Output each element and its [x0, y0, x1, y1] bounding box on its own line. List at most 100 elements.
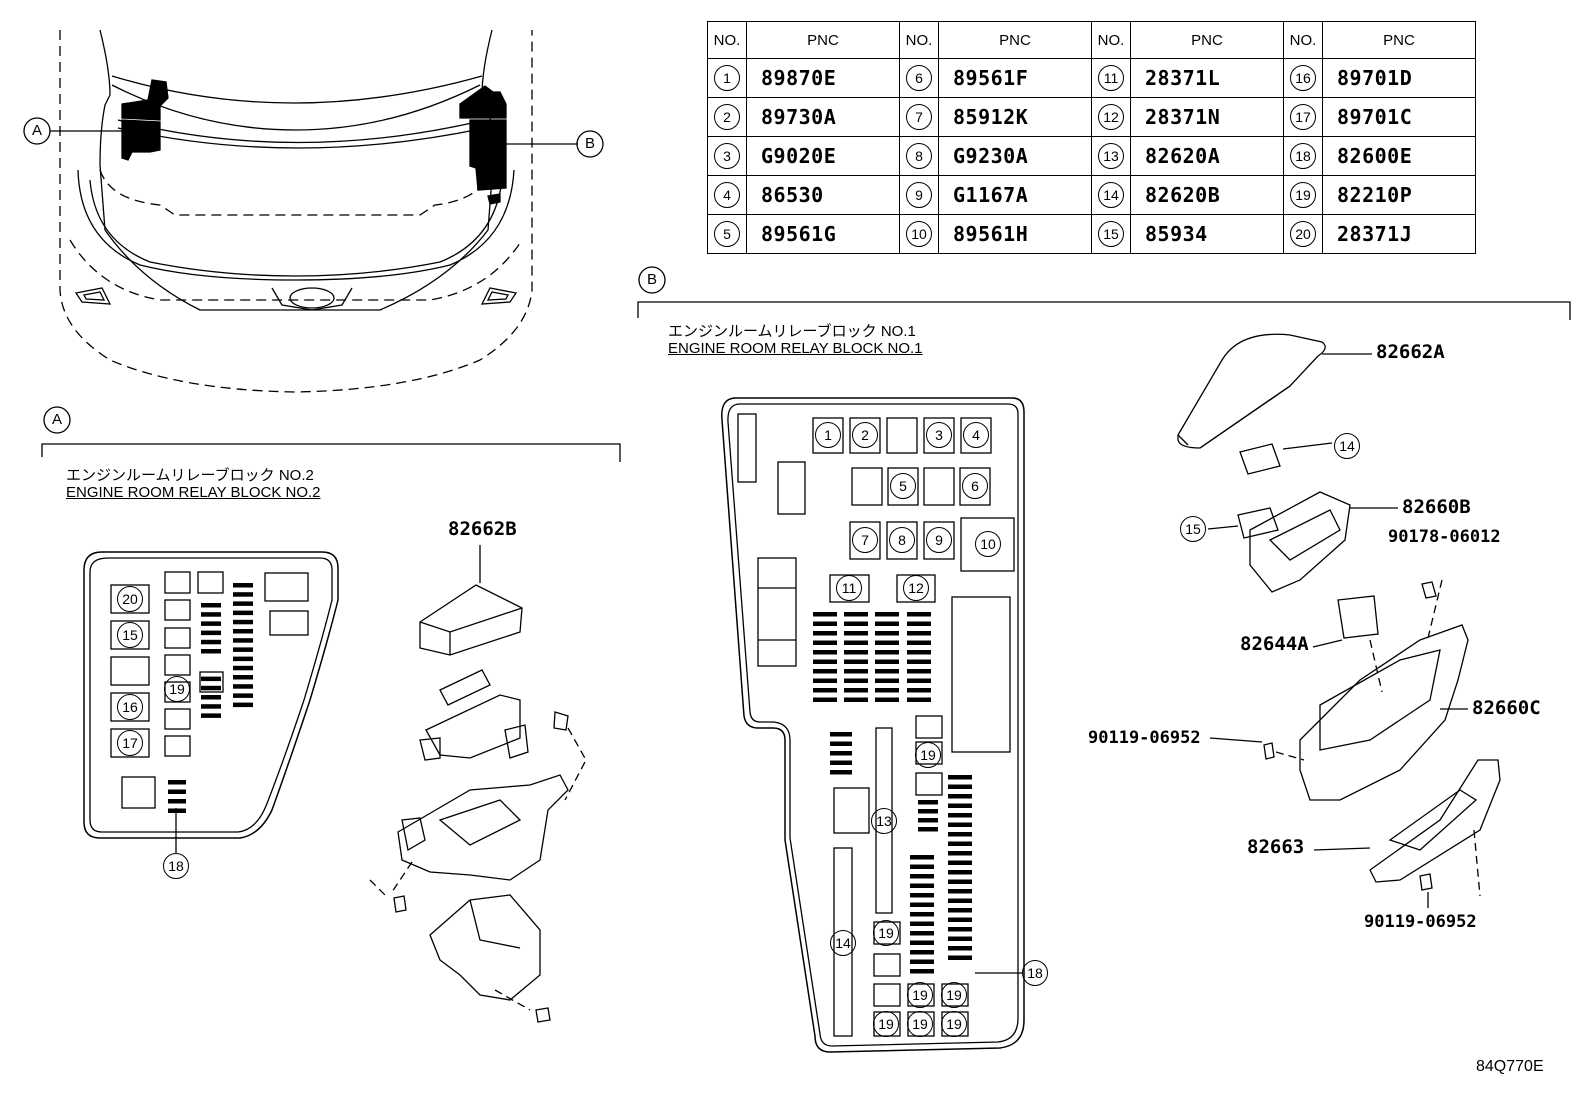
- fuse-strip: [948, 889, 972, 894]
- ref-number: 13: [1098, 143, 1124, 169]
- col-header-pnc: PNC: [746, 21, 900, 59]
- block-b-ref: 19: [907, 982, 933, 1008]
- fuse-strip: [948, 946, 972, 951]
- callout-b-letter: B: [585, 135, 596, 152]
- part-82644A: 82644A: [1240, 633, 1309, 655]
- fuse-strip: [201, 630, 221, 636]
- fuse-strip: [233, 619, 253, 625]
- fuse-strip: [168, 780, 186, 785]
- fuse-strip: [813, 650, 837, 655]
- ref-number: 2: [714, 104, 740, 130]
- fuse-strip: [948, 851, 972, 856]
- table-row: 2 89730A 7 85912K 12 28371N 17 89701C: [707, 97, 1476, 137]
- fuse-strip: [918, 827, 938, 832]
- fuse-strip: [233, 702, 253, 708]
- pnc-cell: 86530: [746, 175, 900, 215]
- block-a-ref: 18: [163, 853, 189, 879]
- pnc-cell: G9020E: [746, 136, 900, 176]
- block-a-ref: 15: [117, 622, 143, 648]
- fuse-strip: [948, 908, 972, 913]
- col-header-no: NO.: [1091, 21, 1131, 59]
- fuse-strip: [910, 950, 934, 955]
- block-b-ref: 19: [915, 742, 941, 768]
- ref-number: 6: [906, 65, 932, 91]
- fuse-strip: [875, 621, 899, 626]
- fuse-strip: [875, 659, 899, 664]
- part-82663: 82663: [1247, 836, 1305, 858]
- part-82660B: 82660B: [1402, 496, 1471, 518]
- car-front-view: [50, 29, 578, 393]
- fuse-strip: [830, 770, 852, 775]
- part-82660C: 82660C: [1472, 697, 1541, 719]
- section-a-letter: A: [52, 411, 63, 428]
- block-b-ref: 19: [873, 1011, 899, 1037]
- callout-b-section: [638, 266, 666, 294]
- pnc-cell: 85934: [1130, 214, 1284, 254]
- fuse-strip: [813, 669, 837, 674]
- fuse-strip: [844, 650, 868, 655]
- part-90178-06012: 90178-06012: [1388, 527, 1501, 547]
- block-a-title-jp: エンジンルームリレーブロック NO.2: [66, 467, 314, 484]
- fuse-strip: [844, 697, 868, 702]
- fuse-strip: [948, 936, 972, 941]
- fuse-strip: [233, 693, 253, 698]
- fuse-strip: [844, 678, 868, 683]
- fuse-strip: [813, 688, 837, 693]
- fuse-strip: [948, 870, 972, 875]
- fuse-strip: [910, 969, 934, 974]
- fuse-strip: [910, 902, 934, 907]
- block-a-title-en: ENGINE ROOM RELAY BLOCK NO.2: [66, 484, 321, 501]
- col-header-pnc: PNC: [1322, 21, 1476, 59]
- fuse-strip: [875, 612, 899, 617]
- fuse-strip: [233, 675, 253, 680]
- pnc-cell: 89561G: [746, 214, 900, 254]
- block-b-title-jp: エンジンルームリレーブロック NO.1: [668, 323, 916, 340]
- block-a-ref: 20: [117, 586, 143, 612]
- fuse-strip: [233, 665, 253, 671]
- fuse-strip: [910, 912, 934, 917]
- fuse-strip: [875, 669, 899, 674]
- fuse-strip: [233, 656, 253, 662]
- callout-a-section: [43, 406, 71, 434]
- fuse-strip: [907, 659, 931, 664]
- col-header-pnc: PNC: [1130, 21, 1284, 59]
- table-row: 1 89870E 6 89561F 11 28371L 16 89701D: [707, 58, 1476, 98]
- fuse-strip: [844, 612, 868, 617]
- fuse-strip: [948, 927, 972, 932]
- fuse-strip: [910, 959, 934, 964]
- block-a-ref: 17: [117, 730, 143, 756]
- fuse-strip: [875, 631, 899, 636]
- fuse-strip: [948, 813, 972, 818]
- fuse-strip: [907, 650, 931, 655]
- section-b-letter: B: [647, 271, 658, 288]
- fuse-strip: [233, 629, 253, 634]
- block-a-ref: 19: [164, 676, 190, 702]
- fuse-strip: [201, 695, 221, 700]
- block-b-ref: 5: [890, 473, 916, 499]
- ref-number: 1: [714, 65, 740, 91]
- ref-number: 20: [1290, 221, 1316, 247]
- block-b-ref: 13: [871, 808, 897, 834]
- fuse-strip: [910, 855, 934, 860]
- fuse-strip: [233, 638, 253, 643]
- fuse-strip: [948, 898, 972, 903]
- fuse-strip: [813, 697, 837, 702]
- fuse-strip: [910, 940, 934, 945]
- block-b-ref: 2: [852, 422, 878, 448]
- part-90119-06952-bottom: 90119-06952: [1364, 912, 1477, 932]
- fuse-strip: [918, 818, 938, 823]
- block-b-ref: 6: [962, 473, 988, 499]
- fuse-strip: [813, 621, 837, 626]
- col-header-no: NO.: [707, 21, 747, 59]
- fuse-strip: [907, 612, 931, 617]
- fuse-strip: [948, 784, 972, 789]
- fuse-strip: [168, 799, 186, 804]
- ref-number: 7: [906, 104, 932, 130]
- fuse-strip: [201, 649, 221, 654]
- block-b-title-en: ENGINE ROOM RELAY BLOCK NO.1: [668, 340, 923, 357]
- part-90119-06952-left: 90119-06952: [1088, 728, 1201, 748]
- pnc-table: NO. PNC NO. PNC NO. PNC NO. PNC 1 89870E…: [707, 21, 1476, 254]
- fuse-strip: [910, 893, 934, 898]
- block-b-ref: 12: [903, 575, 929, 601]
